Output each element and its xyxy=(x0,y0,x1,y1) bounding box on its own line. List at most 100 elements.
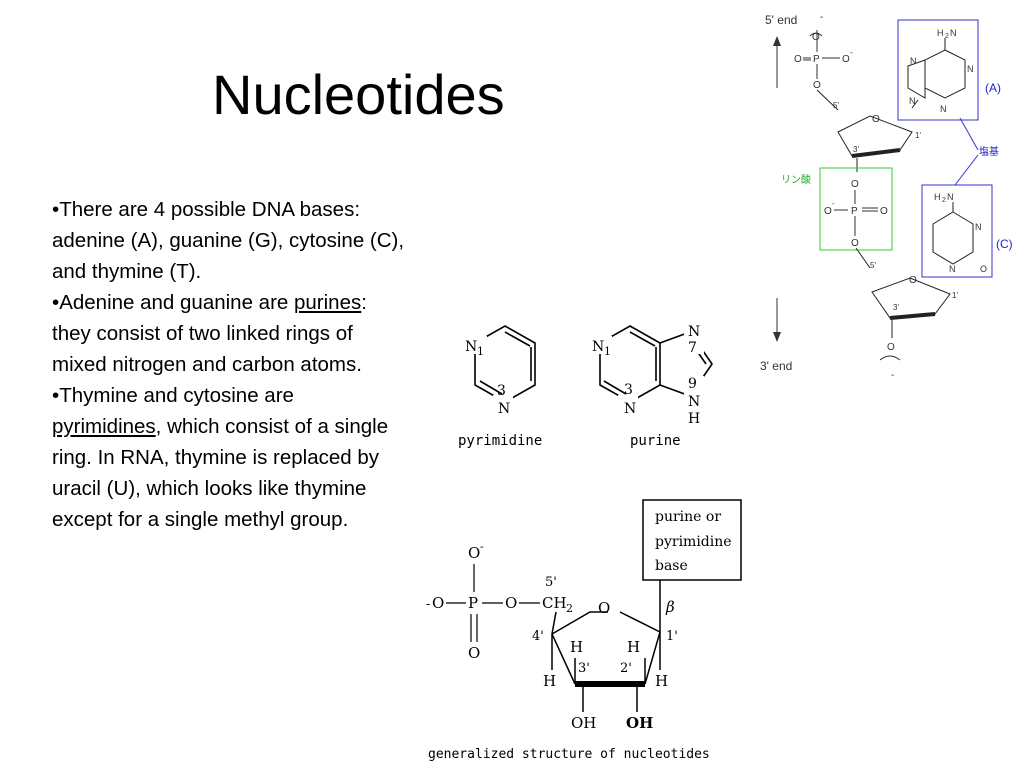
atom-index: 7 xyxy=(688,340,697,356)
atom-o: O xyxy=(812,32,820,43)
bullet-text: Thymine and cytosine are xyxy=(59,384,294,407)
atom-n: N xyxy=(967,64,974,74)
atom-ch: CH xyxy=(542,594,567,612)
atom-n: N xyxy=(498,401,510,417)
position-label: 2' xyxy=(620,661,632,676)
charge-minus: - xyxy=(832,199,835,208)
base-label: 塩基 xyxy=(979,145,999,158)
atom-o: O xyxy=(842,54,850,65)
atom-o: O xyxy=(432,594,444,612)
bullet-item: •Thymine and cytosine are pyrimidines, w… xyxy=(52,380,408,535)
deoxyribose-2 xyxy=(855,247,951,338)
atom-n: N xyxy=(950,28,957,38)
position-label: 5' xyxy=(870,261,876,270)
subscript: 2 xyxy=(945,33,949,40)
ring-atom-labels: N 1 N 3 N 1 N 3 N 7 9 N H xyxy=(463,320,704,427)
three-prime-end-label: 3' end xyxy=(760,359,792,373)
atom-n: N xyxy=(949,264,956,274)
atom-h: H xyxy=(688,411,700,427)
atom-h: H xyxy=(937,28,944,38)
charge-minus: - xyxy=(850,48,853,57)
atom-n: N xyxy=(947,192,954,202)
base-box-line: pyrimidine xyxy=(655,534,732,550)
atom-o: O xyxy=(505,594,517,612)
hydroxyl-2: OH xyxy=(626,714,653,732)
atom-o: O xyxy=(980,264,987,274)
atom-index: 1 xyxy=(477,345,484,358)
position-label: 3' xyxy=(853,145,859,154)
term-pyrimidines: pyrimidines xyxy=(52,415,156,438)
atom-n: N xyxy=(624,401,636,417)
atom-p: P xyxy=(468,594,478,612)
purine-label: purine xyxy=(630,433,681,449)
bullet-item: •There are 4 possible DNA bases: adenine… xyxy=(52,194,408,287)
bullet-marker: • xyxy=(52,198,60,221)
subscript: 2 xyxy=(942,197,946,204)
cytosine-box xyxy=(921,184,993,278)
charge-minus: - xyxy=(426,597,430,612)
charge-minus: - xyxy=(891,370,894,381)
bullet-text: : they consist of two linked rings of mi… xyxy=(52,291,367,376)
atom-o: O xyxy=(468,544,480,562)
atom-o: O xyxy=(887,342,895,353)
bullet-list: •There are 4 possible DNA bases: adenine… xyxy=(52,194,408,535)
atom-n: N xyxy=(465,339,477,355)
atom-n: N xyxy=(940,104,947,114)
atom-o: O xyxy=(824,206,832,217)
atom-o: O xyxy=(468,644,480,662)
phosphate-box xyxy=(819,167,893,251)
dna-strand-figure: 5' end 3' end O - O P O - O xyxy=(760,12,1013,381)
position-label: 3' xyxy=(578,661,590,676)
position-label: 4' xyxy=(532,629,544,644)
atom-o: O xyxy=(794,54,802,65)
bullet-text: There are 4 possible DNA bases: adenine … xyxy=(52,198,405,283)
five-prime-end-label: 5' end xyxy=(765,13,797,27)
phosphate-group-middle: O O - P O O xyxy=(824,179,888,249)
atom-o: O xyxy=(598,599,610,617)
down-arrow-icon xyxy=(773,332,781,342)
bullet-marker: • xyxy=(52,384,60,407)
cytosine-code-label: (C) xyxy=(996,237,1013,251)
adenine-box xyxy=(897,19,979,121)
bullet-marker: • xyxy=(52,291,60,314)
subscript: 2 xyxy=(566,602,573,615)
figure-caption: generalized structure of nucleotides xyxy=(428,747,710,762)
charge-minus: - xyxy=(820,12,823,23)
atom-index: 1 xyxy=(604,345,611,358)
atom-o: O xyxy=(909,275,917,286)
bullet-text: , which consist of a single ring. In RNA… xyxy=(52,415,389,531)
atom-n: N xyxy=(592,339,604,355)
atom-o: O xyxy=(872,114,880,125)
phosphate-label: リン酸 xyxy=(781,173,811,186)
atom-h: H xyxy=(934,192,941,202)
deoxyribose-1 xyxy=(816,89,913,172)
phosphate-group-top: O - O P O - O xyxy=(794,12,853,91)
atom-h: H xyxy=(655,672,668,690)
atom-h: H xyxy=(627,638,640,656)
hydroxyl-3: OH xyxy=(571,714,596,732)
atom-o: O xyxy=(851,179,859,190)
bullet-text: Adenine and guanine are xyxy=(59,291,294,314)
position-label: 5' xyxy=(545,575,557,590)
up-arrow-icon xyxy=(773,36,781,46)
atom-n: N xyxy=(910,56,917,66)
atom-index: 9 xyxy=(688,376,697,392)
pyrimidine-label: pyrimidine xyxy=(458,433,542,449)
atom-n: N xyxy=(688,324,700,340)
position-label: 1' xyxy=(915,131,921,140)
base-box-line: base xyxy=(655,558,688,574)
atom-o: O xyxy=(880,206,888,217)
atom-index: 3 xyxy=(624,382,633,398)
position-label: 3' xyxy=(893,303,899,312)
bullet-item: •Adenine and guanine are purines: they c… xyxy=(52,287,408,380)
atom-n: N xyxy=(975,222,982,232)
term-purines: purines xyxy=(294,291,362,314)
cytosine-atoms: H 2 N N N O xyxy=(934,192,987,274)
beta-label: β xyxy=(665,598,675,616)
atom-n: N xyxy=(688,394,700,410)
adenine-atoms: H 2 N N N N N xyxy=(909,28,974,114)
generalized-nucleotide-figure: purine or pyrimidine base β O - - O P O … xyxy=(426,499,742,732)
atom-index: 3 xyxy=(497,383,506,399)
atom-p: P xyxy=(851,206,858,217)
